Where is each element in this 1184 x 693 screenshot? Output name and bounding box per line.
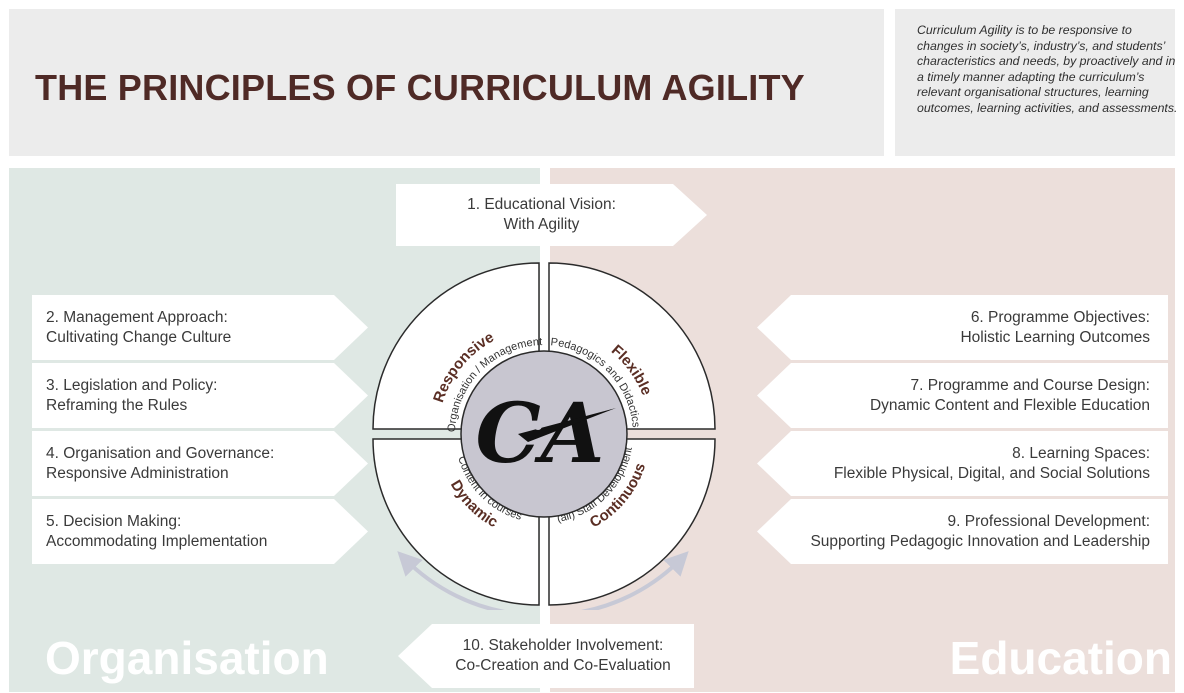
principle-3-subtitle: Reframing the Rules	[46, 396, 188, 414]
principle-6-arrow: 6. Programme Objectives: Holistic Learni…	[757, 295, 1168, 360]
cycle-arrow-left-icon	[397, 551, 506, 610]
ca-logo-icon: CA	[476, 386, 616, 482]
definition-box: Curriculum Agility is to be responsive t…	[895, 9, 1177, 156]
principle-2-title: 2. Management Approach:	[46, 308, 228, 326]
principle-4-arrow: 4. Organisation and Governance: Responsi…	[32, 431, 368, 496]
definition-text: Curriculum Agility is to be responsive t…	[917, 23, 1178, 115]
principle-1-subtitle: With Agility	[503, 216, 580, 233]
principles-ring: Responsive Organisation / Management Fle…	[372, 262, 716, 610]
principle-10-arrow: 10. Stakeholder Involvement: Co-Creation…	[398, 624, 694, 688]
organisation-panel	[9, 168, 540, 692]
organisation-label: Organisation	[45, 632, 329, 684]
principle-3-title: 3. Legislation and Policy:	[46, 376, 218, 394]
principle-7-arrow: 7. Programme and Course Design: Dynamic …	[757, 363, 1168, 428]
page-title: THE PRINCIPLES OF CURRICULUM AGILITY	[35, 67, 805, 108]
principle-1-title: 1. Educational Vision:	[467, 196, 616, 213]
principle-9-subtitle: Supporting Pedagogic Innovation and Lead…	[810, 532, 1150, 550]
principle-5-subtitle: Accommodating Implementation	[46, 532, 268, 550]
principle-8-subtitle: Flexible Physical, Digital, and Social S…	[833, 464, 1150, 482]
principle-2-subtitle: Cultivating Change Culture	[46, 328, 232, 346]
principle-5-arrow: 5. Decision Making: Accommodating Implem…	[32, 499, 368, 564]
principle-4-subtitle: Responsive Administration	[46, 464, 229, 482]
principle-8-title: 8. Learning Spaces:	[1012, 444, 1150, 462]
principle-10-subtitle: Co-Creation and Co-Evaluation	[455, 657, 671, 674]
principle-6-title: 6. Programme Objectives:	[970, 308, 1150, 326]
principle-4-title: 4. Organisation and Governance:	[46, 444, 275, 462]
cycle-arrow-right-icon	[580, 551, 689, 610]
principle-7-title: 7. Programme and Course Design:	[910, 376, 1150, 394]
principle-9-arrow: 9. Professional Development: Supporting …	[757, 499, 1168, 564]
principle-10-title: 10. Stakeholder Involvement:	[462, 637, 664, 654]
principle-5-title: 5. Decision Making:	[46, 512, 182, 530]
principle-8-arrow: 8. Learning Spaces: Flexible Physical, D…	[757, 431, 1168, 496]
principle-2-arrow: 2. Management Approach: Cultivating Chan…	[32, 295, 368, 360]
education-label: Education	[949, 632, 1172, 684]
title-banner: THE PRINCIPLES OF CURRICULUM AGILITY	[9, 9, 884, 156]
principle-7-subtitle: Dynamic Content and Flexible Education	[869, 396, 1150, 414]
principle-9-title: 9. Professional Development:	[947, 512, 1150, 530]
principle-1-arrow: 1. Educational Vision: With Agility	[396, 184, 707, 246]
education-panel	[550, 168, 1175, 692]
principle-3-arrow: 3. Legislation and Policy: Reframing the…	[32, 363, 368, 428]
principle-6-subtitle: Holistic Learning Outcomes	[960, 328, 1150, 346]
